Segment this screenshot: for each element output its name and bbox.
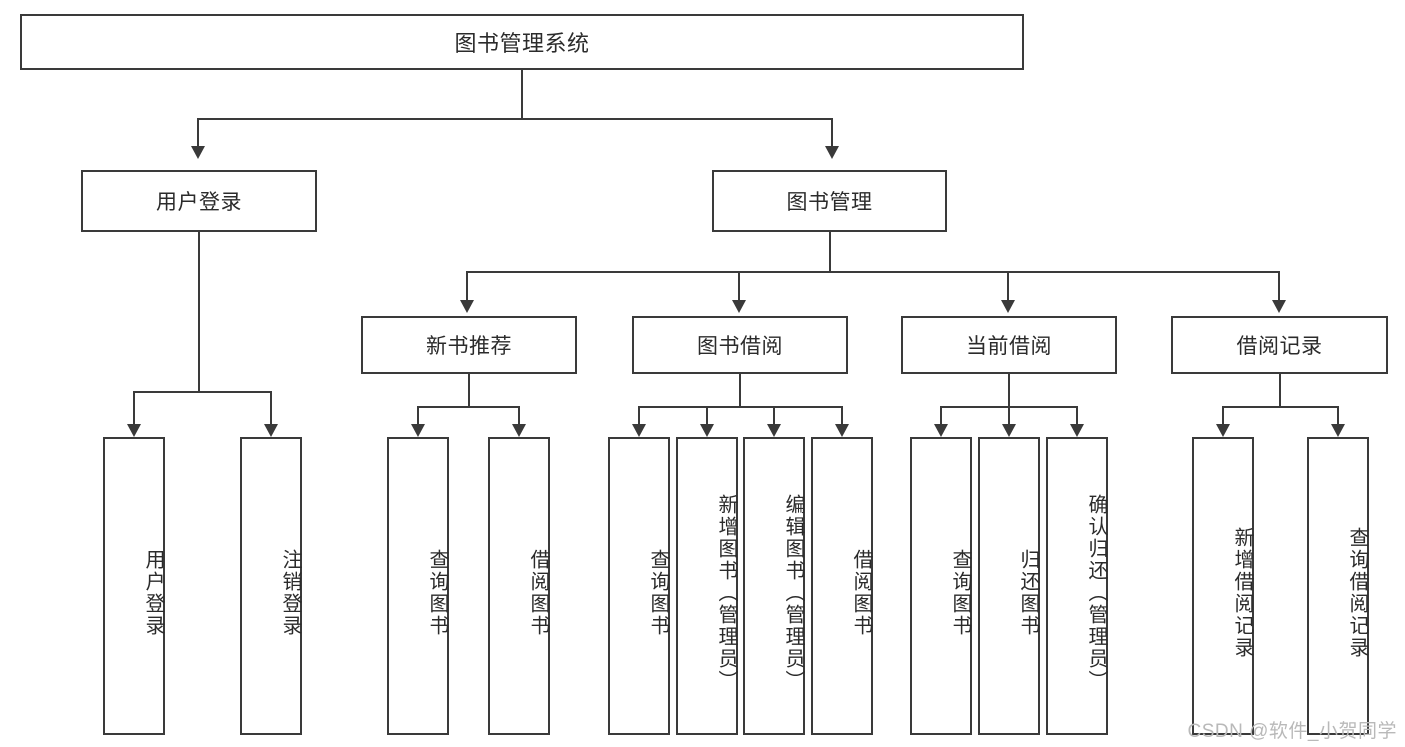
connector-level3-drop-3 bbox=[1007, 271, 1009, 300]
arrowhead-cb-leaf-3 bbox=[1070, 424, 1084, 437]
node-label: 图书管理系统 bbox=[454, 31, 590, 56]
leaf-label: 查询图书 bbox=[426, 549, 448, 637]
connector-level3-bus bbox=[466, 271, 1280, 273]
connector-br-drop-1 bbox=[1222, 406, 1224, 424]
node-label: 当前借阅 bbox=[966, 335, 1052, 358]
connector-book-borrow-bus bbox=[638, 406, 843, 408]
node-root-book-management-system[interactable]: 图书管理系统 bbox=[20, 14, 1024, 70]
leaf-add-borrow-record[interactable]: 新增借阅记录 bbox=[1192, 437, 1254, 735]
node-label: 图书管理 bbox=[786, 191, 873, 214]
arrowhead-bb-leaf-1 bbox=[632, 424, 646, 437]
leaf-label: 编辑图书（管理员） bbox=[782, 494, 804, 692]
arrowhead-leaf-user-login bbox=[127, 424, 141, 437]
leaf-label: 借阅图书 bbox=[527, 549, 549, 637]
connector-bb-drop-2 bbox=[706, 406, 708, 424]
leaf-query-book-current[interactable]: 查询图书 bbox=[910, 437, 972, 735]
connector-level3-drop-4 bbox=[1278, 271, 1280, 300]
connector-bb-drop-1 bbox=[638, 406, 640, 424]
connector-borrow-record-stem bbox=[1279, 374, 1281, 406]
connector-level2-bus bbox=[197, 118, 833, 120]
leaf-borrow-book-recommend[interactable]: 借阅图书 bbox=[488, 437, 550, 735]
leaf-label: 新增借阅记录 bbox=[1231, 527, 1253, 659]
connector-new-book-drop-2 bbox=[518, 406, 520, 424]
connector-br-drop-2 bbox=[1337, 406, 1339, 424]
connector-new-book-bus bbox=[417, 406, 520, 408]
leaf-user-login[interactable]: 用户登录 bbox=[103, 437, 165, 735]
arrowhead-br-leaf-1 bbox=[1216, 424, 1230, 437]
arrowhead-nb-leaf-1 bbox=[411, 424, 425, 437]
watermark-text: CSDN @软件_小贺同学 bbox=[1187, 721, 1397, 742]
arrowhead-bb-leaf-4 bbox=[835, 424, 849, 437]
connector-bb-drop-3 bbox=[773, 406, 775, 424]
node-book-borrow[interactable]: 图书借阅 bbox=[632, 316, 848, 374]
arrowhead-cb-leaf-2 bbox=[1002, 424, 1016, 437]
leaf-add-book-admin[interactable]: 新增图书（管理员） bbox=[676, 437, 738, 735]
leaf-return-book[interactable]: 归还图书 bbox=[978, 437, 1040, 735]
leaf-confirm-return-admin[interactable]: 确认归还（管理员） bbox=[1046, 437, 1108, 735]
node-current-borrow[interactable]: 当前借阅 bbox=[901, 316, 1117, 374]
connector-new-book-stem bbox=[468, 374, 470, 406]
node-book-management[interactable]: 图书管理 bbox=[712, 170, 947, 232]
leaf-label: 借阅图书 bbox=[850, 549, 872, 637]
leaf-label: 确认归还（管理员） bbox=[1085, 494, 1107, 692]
connector-book-borrow-stem bbox=[739, 374, 741, 406]
node-label: 图书借阅 bbox=[697, 335, 783, 358]
connector-current-borrow-stem bbox=[1008, 374, 1010, 406]
connector-cb-drop-3 bbox=[1076, 406, 1078, 424]
leaf-borrow-book[interactable]: 借阅图书 bbox=[811, 437, 873, 735]
arrowhead-nb-leaf-2 bbox=[512, 424, 526, 437]
connector-bb-drop-4 bbox=[841, 406, 843, 424]
leaf-edit-book-admin[interactable]: 编辑图书（管理员） bbox=[743, 437, 805, 735]
node-label: 用户登录 bbox=[156, 191, 242, 214]
connector-new-book-drop-1 bbox=[417, 406, 419, 424]
node-label: 新书推荐 bbox=[426, 335, 512, 358]
connector-root-stem bbox=[521, 70, 523, 118]
node-label: 借阅记录 bbox=[1236, 335, 1323, 358]
connector-cb-drop-1 bbox=[940, 406, 942, 424]
arrowhead-current-borrow bbox=[1001, 300, 1015, 313]
leaf-label: 查询图书 bbox=[647, 549, 669, 637]
arrowhead-bb-leaf-2 bbox=[700, 424, 714, 437]
leaf-label: 查询借阅记录 bbox=[1346, 527, 1368, 659]
connector-book-management-stem bbox=[829, 232, 831, 271]
arrowhead-br-leaf-2 bbox=[1331, 424, 1345, 437]
leaf-label: 新增图书（管理员） bbox=[715, 494, 737, 692]
leaf-query-borrow-record[interactable]: 查询借阅记录 bbox=[1307, 437, 1369, 735]
connector-level3-drop-2 bbox=[738, 271, 740, 300]
leaf-label: 查询图书 bbox=[949, 549, 971, 637]
arrowhead-bb-leaf-3 bbox=[767, 424, 781, 437]
connector-user-login-drop-1 bbox=[133, 391, 135, 424]
leaf-logout[interactable]: 注销登录 bbox=[240, 437, 302, 735]
leaf-query-book-borrow[interactable]: 查询图书 bbox=[608, 437, 670, 735]
leaf-label: 用户登录 bbox=[142, 549, 164, 637]
node-user-login[interactable]: 用户登录 bbox=[81, 170, 317, 232]
connector-level3-drop-1 bbox=[466, 271, 468, 300]
arrowhead-new-book-recommend bbox=[460, 300, 474, 313]
connector-user-login-bus bbox=[133, 391, 270, 393]
arrowhead-user-login bbox=[191, 146, 205, 159]
arrowhead-book-management bbox=[825, 146, 839, 159]
connector-borrow-record-bus bbox=[1222, 406, 1339, 408]
node-borrow-record[interactable]: 借阅记录 bbox=[1171, 316, 1388, 374]
arrowhead-cb-leaf-1 bbox=[934, 424, 948, 437]
leaf-label: 归还图书 bbox=[1017, 549, 1039, 637]
connector-level2-drop-right bbox=[831, 118, 833, 146]
arrowhead-book-borrow bbox=[732, 300, 746, 313]
node-new-book-recommend[interactable]: 新书推荐 bbox=[361, 316, 577, 374]
arrowhead-borrow-record bbox=[1272, 300, 1286, 313]
leaf-query-book-recommend[interactable]: 查询图书 bbox=[387, 437, 449, 735]
connector-user-login-stem bbox=[198, 232, 200, 391]
leaf-label: 注销登录 bbox=[279, 549, 301, 637]
connector-cb-drop-2 bbox=[1008, 406, 1010, 424]
connector-user-login-drop-2 bbox=[270, 391, 272, 424]
arrowhead-leaf-logout bbox=[264, 424, 278, 437]
connector-level2-drop-left bbox=[197, 118, 199, 146]
